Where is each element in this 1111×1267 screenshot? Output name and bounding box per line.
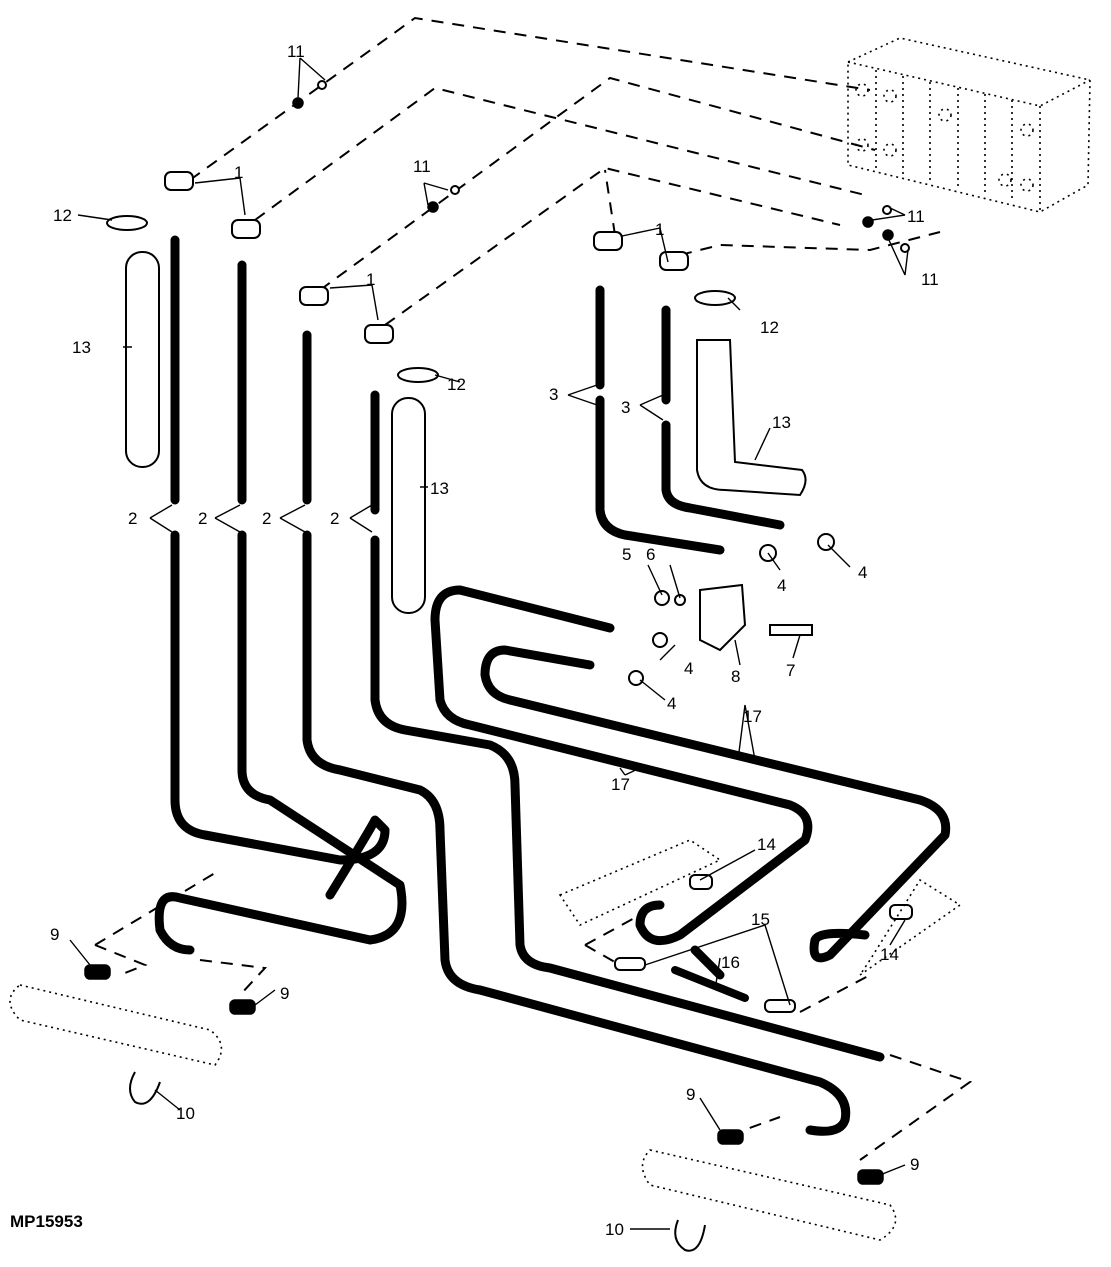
callout-11: 11 — [287, 42, 305, 61]
callout-14: 14 — [757, 835, 776, 854]
callout-4: 4 — [777, 576, 786, 595]
callout-4: 4 — [684, 659, 693, 678]
fittings — [84, 80, 913, 1252]
callout-4: 4 — [858, 563, 867, 582]
callout-13: 13 — [72, 338, 91, 357]
callout-17: 17 — [743, 707, 762, 726]
callout-1: 1 — [366, 270, 375, 289]
callout-1: 1 — [655, 220, 664, 239]
control-valve-block — [847, 37, 1091, 213]
callout-2: 2 — [128, 509, 137, 528]
figure-code: MP15953 — [10, 1212, 83, 1231]
callout-2: 2 — [330, 509, 339, 528]
callout-2: 2 — [198, 509, 207, 528]
hoses — [154, 235, 951, 1136]
callout-9: 9 — [280, 984, 289, 1003]
callout-15: 15 — [751, 910, 770, 929]
callout-7: 7 — [786, 661, 795, 680]
callout-6: 6 — [646, 545, 655, 564]
callout-labels: 11 1 1 1 11 11 11 12 12 12 13 13 13 2 2 … — [50, 42, 939, 1239]
callout-12: 12 — [760, 318, 779, 337]
callout-9: 9 — [50, 925, 59, 944]
connection-lines — [94, 16, 973, 1161]
callout-5: 5 — [622, 545, 631, 564]
callout-11: 11 — [921, 270, 939, 289]
callout-10: 10 — [176, 1104, 195, 1123]
callout-14: 14 — [880, 945, 899, 964]
protective-sleeves — [125, 251, 807, 614]
callout-13: 13 — [430, 479, 449, 498]
callout-12: 12 — [447, 375, 466, 394]
callout-8: 8 — [731, 667, 740, 686]
callout-3: 3 — [621, 398, 630, 417]
callout-11: 11 — [907, 207, 925, 226]
callout-9: 9 — [910, 1155, 919, 1174]
hydraulic-cylinders — [9, 839, 962, 1241]
leader-lines — [69, 57, 909, 1230]
callout-3: 3 — [549, 385, 558, 404]
callout-1: 1 — [234, 163, 243, 182]
callout-16: 16 — [721, 953, 740, 972]
callout-11: 11 — [413, 157, 431, 176]
callout-9: 9 — [686, 1085, 695, 1104]
callout-2: 2 — [262, 509, 271, 528]
callout-4: 4 — [667, 694, 676, 713]
callout-12: 12 — [53, 206, 72, 225]
callout-13: 13 — [772, 413, 791, 432]
callout-17: 17 — [611, 775, 630, 794]
callout-10: 10 — [605, 1220, 624, 1239]
